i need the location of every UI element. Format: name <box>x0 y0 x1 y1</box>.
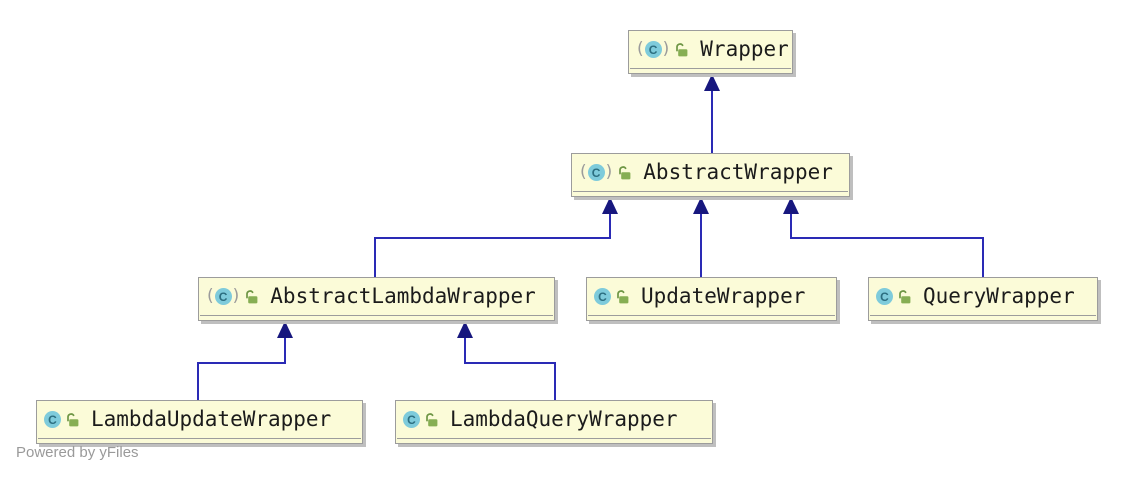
abstract-paren-open: ( <box>637 39 644 59</box>
edge-lambdaupdatewrapper-to-abstractlambdawrapper <box>197 335 286 400</box>
class-circle-icon: C <box>594 288 611 305</box>
arrowhead <box>704 74 720 91</box>
yfiles-watermark: Powered by yFiles <box>16 444 139 461</box>
class-node-updatewrapper[interactable]: C UpdateWrapper <box>586 277 837 321</box>
class-node-abstractwrapper[interactable]: ( C ) AbstractWrapper <box>571 153 850 197</box>
class-circle-icon: C <box>876 288 893 305</box>
class-node-abstractlambdawrapper[interactable]: ( C ) AbstractLambdaWrapper <box>198 277 555 321</box>
class-name-label: Wrapper <box>700 37 789 61</box>
open-lock-icon <box>246 289 258 303</box>
arrowhead <box>457 321 473 338</box>
class-name-label: LambdaUpdateWrapper <box>91 407 332 431</box>
class-name-label: LambdaQueryWrapper <box>450 407 678 431</box>
arrowhead <box>602 197 618 214</box>
open-lock-icon <box>619 165 631 179</box>
class-node-wrapper[interactable]: ( C ) Wrapper <box>628 30 793 74</box>
edge-abstractlambdawrapper-to-abstractwrapper <box>374 211 611 277</box>
class-circle-icon: C <box>44 411 61 428</box>
class-node-querywrapper[interactable]: C QueryWrapper <box>868 277 1098 321</box>
open-lock-icon <box>67 412 79 426</box>
class-name-label: AbstractLambdaWrapper <box>270 284 536 308</box>
arrowhead <box>693 197 709 214</box>
class-icon: C <box>44 411 61 428</box>
abstract-paren-close: ) <box>662 39 670 59</box>
arrowhead <box>783 197 799 214</box>
open-lock-icon <box>899 289 911 303</box>
abstract-paren-close: ) <box>232 286 240 306</box>
edge-querywrapper-to-abstractwrapper <box>790 211 984 277</box>
abstract-paren-close: ) <box>605 162 613 182</box>
abstract-class-icon: ( C ) <box>636 41 670 58</box>
class-circle-icon: C <box>644 41 662 58</box>
class-icon: C <box>876 288 893 305</box>
class-icon: C <box>594 288 611 305</box>
class-circle-icon: C <box>587 164 605 181</box>
open-lock-icon <box>676 42 688 56</box>
open-lock-icon <box>426 412 438 426</box>
abstract-class-icon: ( C ) <box>579 164 613 181</box>
class-name-label: QueryWrapper <box>923 284 1075 308</box>
class-circle-icon: C <box>214 288 232 305</box>
edge-lambdaquerywrapper-to-abstractlambdawrapper <box>464 335 556 400</box>
open-lock-icon <box>617 289 629 303</box>
class-node-lambdaupdatewrapper[interactable]: C LambdaUpdateWrapper <box>36 400 363 444</box>
class-name-label: UpdateWrapper <box>641 284 806 308</box>
class-icon: C <box>403 411 420 428</box>
abstract-class-icon: ( C ) <box>206 288 240 305</box>
abstract-paren-open: ( <box>207 286 214 306</box>
abstract-paren-open: ( <box>580 162 587 182</box>
class-node-lambdaquerywrapper[interactable]: C LambdaQueryWrapper <box>395 400 713 444</box>
arrowhead <box>277 321 293 338</box>
class-circle-icon: C <box>403 411 420 428</box>
class-name-label: AbstractWrapper <box>643 160 833 184</box>
